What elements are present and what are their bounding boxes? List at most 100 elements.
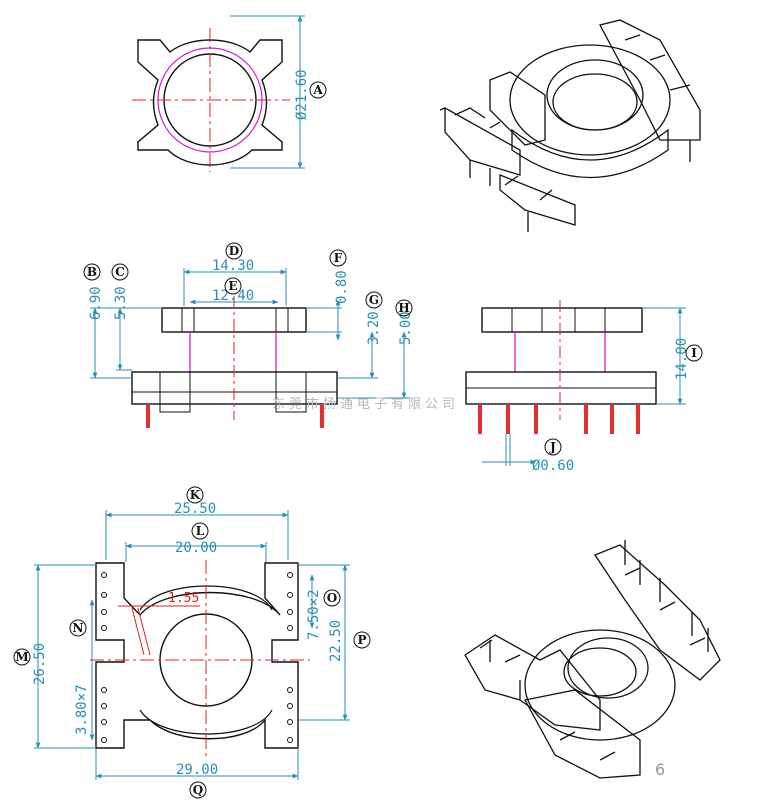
dim-h-text: 5.00 xyxy=(398,311,414,345)
dim-p-text: 22.50 xyxy=(328,620,344,662)
callout-b-circle xyxy=(83,263,101,281)
dim-f-text: 0.80 xyxy=(334,270,350,304)
side-right-pin-2 xyxy=(506,404,510,434)
pin-hole xyxy=(101,592,107,598)
iso-top-flange xyxy=(509,44,671,156)
pin-hole xyxy=(287,625,293,631)
callout-a-circle xyxy=(309,81,327,99)
callout-l-circle xyxy=(191,522,209,540)
iso-top-body xyxy=(511,128,669,179)
callout-j-circle xyxy=(544,438,562,456)
side-view-left: 14.30 12.40 D E 6.90 5.30 B C 0.80 F 3.2… xyxy=(83,242,414,428)
iso-bottom-front-rail xyxy=(524,689,641,779)
callout-q-circle xyxy=(189,781,207,799)
iso-top-bore-inner xyxy=(552,73,638,131)
dim-g-text: 3.20 xyxy=(366,311,382,345)
dim-e-text: 12.40 xyxy=(212,288,254,304)
pin-hole xyxy=(101,687,107,693)
iso-bottom-right-rail xyxy=(594,544,721,681)
iso-top-right-rail xyxy=(599,19,701,141)
dim-n-text: 3.80×7 xyxy=(74,684,90,735)
callout-h: H xyxy=(398,301,409,315)
callout-i-circle xyxy=(685,344,703,362)
iso-bottom-bore-inner xyxy=(563,647,637,697)
dim-b-text: 6.90 xyxy=(88,286,104,320)
side-left-pin-2 xyxy=(320,404,324,428)
dim-i-text: 14.00 xyxy=(674,338,690,380)
side-right-pin-5 xyxy=(610,404,614,434)
top-view-outline xyxy=(137,39,283,166)
side-right-pin-3 xyxy=(534,404,538,434)
pin-hole xyxy=(287,737,293,743)
callout-f-circle xyxy=(329,249,347,267)
bottom-slot-line xyxy=(137,607,151,656)
callout-l: L xyxy=(196,524,205,538)
pin-hole xyxy=(287,719,293,725)
iso-top-front-rail xyxy=(499,174,576,226)
iso-top-left-post xyxy=(489,71,546,146)
top-view: Ø21.60 A xyxy=(132,15,327,172)
callout-k-circle xyxy=(186,486,204,504)
callout-i: I xyxy=(691,346,697,360)
callout-k: K xyxy=(190,488,201,502)
iso-bottom-left-rail xyxy=(464,634,601,731)
callout-b: B xyxy=(87,265,97,279)
callout-g: G xyxy=(369,293,379,307)
dim-slot-text: 1.55 xyxy=(168,591,199,606)
callout-c: C xyxy=(115,265,125,279)
callout-d: D xyxy=(229,244,239,258)
bottom-view-flange-arc xyxy=(139,585,273,735)
callout-g-circle xyxy=(365,291,383,309)
pin-hole xyxy=(101,737,107,743)
dim-o-text: 7.50×2 xyxy=(306,589,322,640)
pin-hole xyxy=(101,625,107,631)
iso-bottom-flange xyxy=(524,629,676,741)
iso-bottom-bore-outer xyxy=(567,637,649,699)
callout-d-circle xyxy=(225,242,243,260)
callout-m: M xyxy=(15,650,28,664)
dim-d-text: 14.30 xyxy=(212,258,254,274)
callout-e-circle xyxy=(224,277,242,295)
pin-hole xyxy=(287,572,293,578)
iso-top-left-rail xyxy=(439,106,521,176)
side-left-top-slot-2 xyxy=(275,307,289,333)
callout-q: Q xyxy=(193,783,203,797)
pin-hole xyxy=(101,703,107,709)
pin-hole xyxy=(287,592,293,598)
bottom-view: 25.50 K 20.00 L 1.55 26.50 M 3.80×7 N 7.… xyxy=(13,486,371,799)
side-left-pin-1 xyxy=(146,404,150,428)
side-view-right: 14.00 I Ø0.60 J xyxy=(465,300,703,474)
dim-c-text: 5.30 xyxy=(113,286,129,320)
pin-hole xyxy=(101,572,107,578)
page-number: 6 xyxy=(655,760,665,779)
pin-hole xyxy=(101,609,107,615)
callout-h-circle xyxy=(395,299,413,317)
callout-p-circle xyxy=(353,631,371,649)
dim-m-text: 26.50 xyxy=(32,643,48,685)
isometric-view-bottom xyxy=(464,540,721,779)
side-right-pin-4 xyxy=(584,404,588,434)
callout-c-circle xyxy=(111,263,129,281)
callout-j: J xyxy=(549,440,556,454)
callout-n: N xyxy=(73,621,84,635)
side-right-pin-1 xyxy=(478,404,482,434)
side-right-top-slot-2 xyxy=(574,307,606,333)
pin-hole xyxy=(101,719,107,725)
dim-a-text: Ø21.60 xyxy=(294,69,310,120)
side-left-top-slot-1 xyxy=(181,307,195,333)
bottom-slot-line-2 xyxy=(131,607,145,656)
dim-l-text: 20.00 xyxy=(175,540,217,556)
callout-e: E xyxy=(228,279,237,293)
callout-o-circle xyxy=(323,589,341,607)
pin-hole xyxy=(287,687,293,693)
callout-m-circle xyxy=(13,648,31,666)
side-right-pin-6 xyxy=(636,404,640,434)
pin-hole xyxy=(287,703,293,709)
dim-k-text: 25.50 xyxy=(174,501,216,517)
callout-o: O xyxy=(327,591,337,605)
pin-hole xyxy=(287,609,293,615)
side-right-top-flange xyxy=(481,307,643,333)
callout-n-circle xyxy=(69,619,87,637)
company-watermark: 东莞市扬通电子有限公司 xyxy=(272,396,459,412)
